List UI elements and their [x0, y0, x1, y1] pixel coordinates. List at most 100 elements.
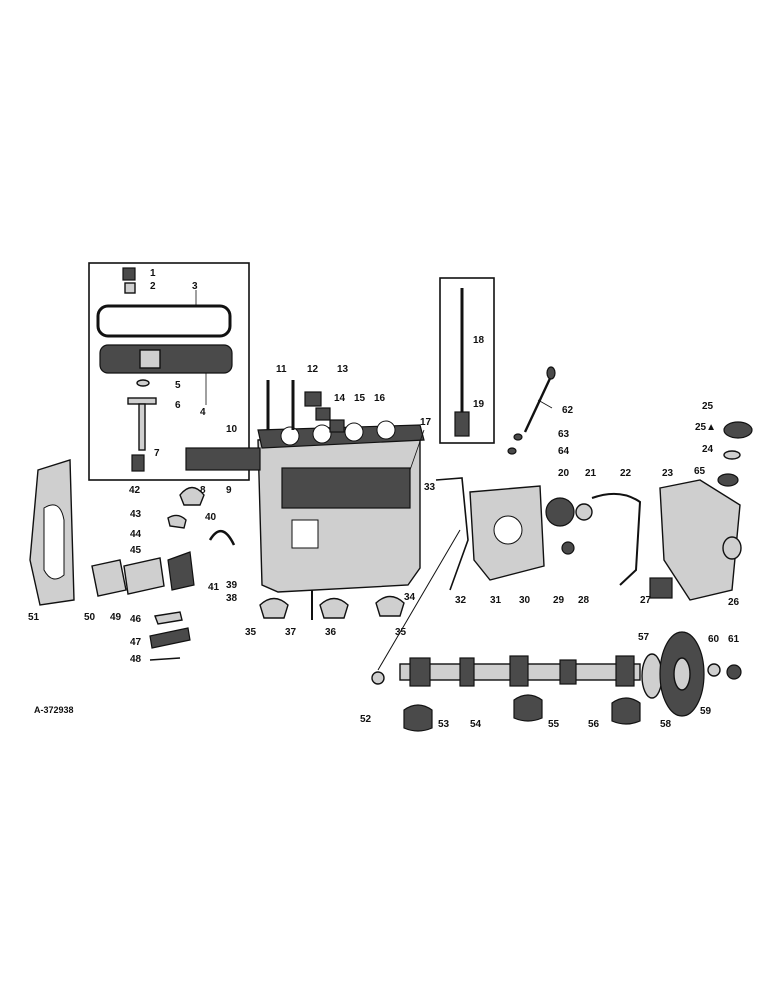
callout-48: 47 — [130, 637, 142, 648]
callout-46: 45 — [130, 545, 142, 556]
callout-58: 57 — [638, 632, 650, 643]
callout-16: 16 — [374, 393, 386, 404]
oil-line — [377, 529, 461, 671]
callout-28: 28 — [578, 595, 590, 606]
part-47 — [154, 611, 183, 625]
part-27 — [649, 577, 673, 599]
gasket-22 — [591, 492, 642, 586]
valve-keeper-part — [124, 282, 136, 294]
valve-cap-part — [122, 267, 136, 281]
callout-38: 37 — [285, 627, 297, 638]
rocker-cover-box — [88, 262, 250, 481]
rocker-cover-gasket — [96, 304, 232, 338]
callout-32: 32 — [455, 595, 467, 606]
callout-36a: 35 — [245, 627, 257, 638]
valve-guide-part — [131, 454, 145, 472]
dipstick-tube-part — [454, 411, 470, 437]
dipstick-box — [439, 277, 495, 444]
callout-1: 1 — [150, 268, 156, 279]
callout-62: 61 — [728, 634, 740, 645]
cam-lobe-4 — [559, 659, 577, 685]
bearing-36b — [375, 595, 405, 617]
callout-20: 20 — [558, 468, 570, 479]
hub-21 — [575, 503, 593, 521]
cam-bearing-57 — [611, 697, 641, 725]
callout-25a: 25▲ — [695, 422, 716, 433]
part-50 — [123, 557, 165, 595]
callout-47: 46 — [130, 614, 142, 625]
part-44 — [167, 514, 187, 529]
part-64 — [513, 433, 523, 441]
callout-6: 6 — [175, 400, 181, 411]
nut-62 — [726, 664, 742, 680]
cam-lobe-2 — [459, 657, 475, 687]
callout-64: 63 — [558, 429, 570, 440]
callout-39: 38 — [226, 593, 238, 604]
callout-54: 53 — [438, 719, 450, 730]
leader-17 — [409, 429, 425, 471]
rear-plate-opening — [43, 504, 65, 580]
part-29 — [561, 541, 575, 555]
gear-housing — [659, 479, 741, 601]
gasket-33 — [435, 477, 469, 591]
block-rear-plate — [185, 447, 261, 471]
cam-bearing-56 — [513, 694, 543, 722]
cam-lobe-3 — [509, 655, 529, 687]
part-26 — [717, 473, 739, 487]
block-port — [291, 519, 319, 549]
callout-3: 3 — [192, 281, 198, 292]
cam-lobe-1 — [409, 657, 431, 687]
callout-13: 13 — [337, 364, 349, 375]
bearing-cap-43 — [179, 486, 205, 506]
rocker-cover — [99, 344, 233, 374]
callout-10: 10 — [226, 424, 238, 435]
part-24 — [723, 450, 741, 460]
callout-labels: 1 2 3 4 5 6 7 8 9 10 11 12 13 14 15 16 1… — [28, 268, 740, 730]
callout-30: 30 — [519, 595, 531, 606]
callout-44: 43 — [130, 509, 142, 520]
callout-7: 7 — [154, 448, 160, 459]
cam-bearing-54 — [403, 704, 433, 732]
valve-stem — [138, 403, 146, 451]
callout-35: 35 — [395, 627, 407, 638]
oil-filler-cap — [723, 421, 753, 439]
callout-4: 4 — [200, 407, 206, 418]
bore-4 — [376, 420, 396, 440]
callout-31: 31 — [490, 595, 502, 606]
callout-29: 29 — [553, 595, 565, 606]
callout-52: 51 — [28, 612, 40, 623]
rocker-cover-detail — [139, 349, 161, 369]
callout-34: 34 — [404, 592, 416, 603]
callout-45: 44 — [130, 529, 142, 540]
part-46 — [167, 551, 195, 591]
cam-lobe-5 — [615, 655, 635, 687]
callout-18: 18 — [473, 335, 485, 346]
callout-24: 24 — [702, 444, 714, 455]
bore-1 — [280, 426, 300, 446]
leader-63 — [537, 399, 553, 409]
callout-60: 59 — [700, 706, 712, 717]
callout-21: 21 — [585, 468, 597, 479]
part-65 — [507, 447, 517, 455]
callout-22: 22 — [620, 468, 632, 479]
washer-61 — [707, 663, 721, 677]
callout-15: 15 — [354, 393, 366, 404]
callout-51: 50 — [84, 612, 96, 623]
callout-59: 58 — [660, 719, 672, 730]
engine-block — [257, 431, 421, 593]
spring-13 — [304, 391, 322, 407]
callout-56: 55 — [548, 719, 560, 730]
callout-11: 11 — [276, 364, 287, 375]
callout-14: 14 — [334, 393, 346, 404]
washer-part — [136, 379, 150, 387]
callout-12: 12 — [307, 364, 319, 375]
pin-49 — [149, 657, 181, 661]
callout-19: 19 — [473, 399, 485, 410]
callout-50: 49 — [110, 612, 122, 623]
callout-66: 65 — [694, 466, 706, 477]
spring-14 — [315, 407, 331, 421]
callout-65: 64 — [558, 446, 570, 457]
callout-40: 39 — [226, 580, 238, 591]
callout-9: 9 — [226, 485, 232, 496]
